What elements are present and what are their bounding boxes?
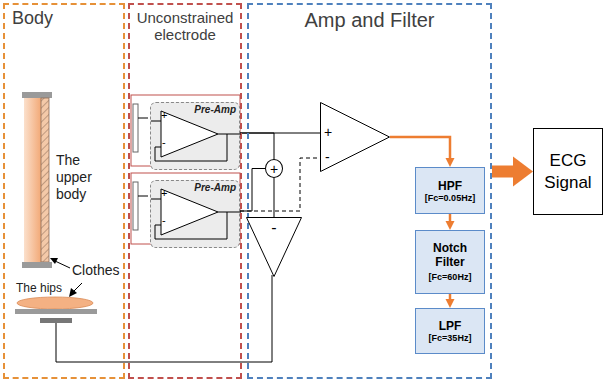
wire	[138, 196, 148, 197]
amp-label: Pre-Amp	[194, 182, 236, 193]
filter-text: [Fc=0.05Hz]	[425, 193, 475, 203]
arrowhead	[446, 299, 455, 308]
region-title: Unconstrained electrode	[130, 5, 240, 44]
leader-line	[73, 283, 82, 292]
hip-electrode	[40, 318, 72, 323]
filter-text: [Fc=35Hz]	[429, 333, 472, 343]
connector	[446, 294, 455, 308]
upper-body	[24, 98, 41, 262]
hips	[17, 297, 93, 309]
filter-text: Notch Filter	[427, 242, 473, 270]
pin-sign: -	[325, 150, 330, 164]
arrowhead	[69, 288, 77, 297]
connector	[492, 157, 533, 187]
support-plate	[22, 92, 52, 98]
electrode-region: Unconstrained electrodePre-AmpPre-Amp	[128, 3, 242, 379]
connector-line	[240, 158, 320, 211]
connector	[274, 178, 275, 217]
connector	[446, 214, 455, 230]
body-part-label: The upper body	[56, 152, 100, 202]
electrode-plate	[133, 104, 138, 152]
region-title: Body	[5, 5, 123, 29]
connector	[390, 137, 455, 167]
amp-label: Pre-Amp	[194, 104, 236, 115]
filter-box: LPF[Fc=35Hz]	[415, 308, 485, 354]
arrowhead	[50, 258, 58, 264]
connector-line	[390, 137, 450, 159]
clothes-hatching	[41, 98, 49, 262]
filter-text: HPF	[438, 179, 462, 193]
arrowhead	[446, 221, 455, 230]
support-plate	[22, 262, 52, 268]
connector-line	[492, 166, 516, 178]
differential-amp: +-	[320, 102, 390, 172]
seat-plate	[15, 309, 97, 314]
arrowhead	[446, 158, 455, 167]
inverting-amp: -	[246, 217, 305, 277]
pin-sign: +	[324, 125, 332, 139]
filter-text: LPF	[439, 319, 462, 333]
pin-sign: -	[162, 214, 166, 226]
summing-junction: +	[265, 159, 283, 178]
output-box: ECG Signal	[533, 128, 603, 215]
connector-line	[240, 169, 265, 212]
pin-sign: +	[161, 109, 167, 121]
electrode-plate	[133, 182, 138, 230]
callout-label: Clothes	[72, 262, 119, 278]
filter-box: HPF[Fc=0.05Hz]	[415, 167, 485, 214]
connector-line	[240, 133, 274, 159]
pin-sign: +	[161, 187, 167, 199]
connector	[240, 133, 274, 159]
filter-box: Notch Filter [Fc=60Hz]	[415, 230, 485, 294]
connector	[240, 158, 320, 211]
pin-sign: -	[162, 136, 166, 148]
wire	[56, 275, 272, 362]
wire	[138, 118, 148, 119]
leader-line	[55, 261, 70, 268]
pin-sign: -	[246, 220, 302, 236]
body-part-label: The hips	[16, 281, 62, 295]
output-text: ECG Signal	[538, 150, 598, 193]
sum-sign: +	[270, 162, 278, 176]
connector	[240, 169, 265, 212]
clothes-layer	[41, 98, 49, 262]
filter-text: [Fc=60Hz]	[429, 272, 472, 282]
arrowhead	[513, 157, 533, 187]
region-title: Amp and Filter	[249, 5, 490, 32]
connector-line	[274, 178, 275, 217]
amp-filter-region: Amp and Filter++-HPF[Fc=0.05Hz]Notch Fil…	[247, 3, 492, 379]
